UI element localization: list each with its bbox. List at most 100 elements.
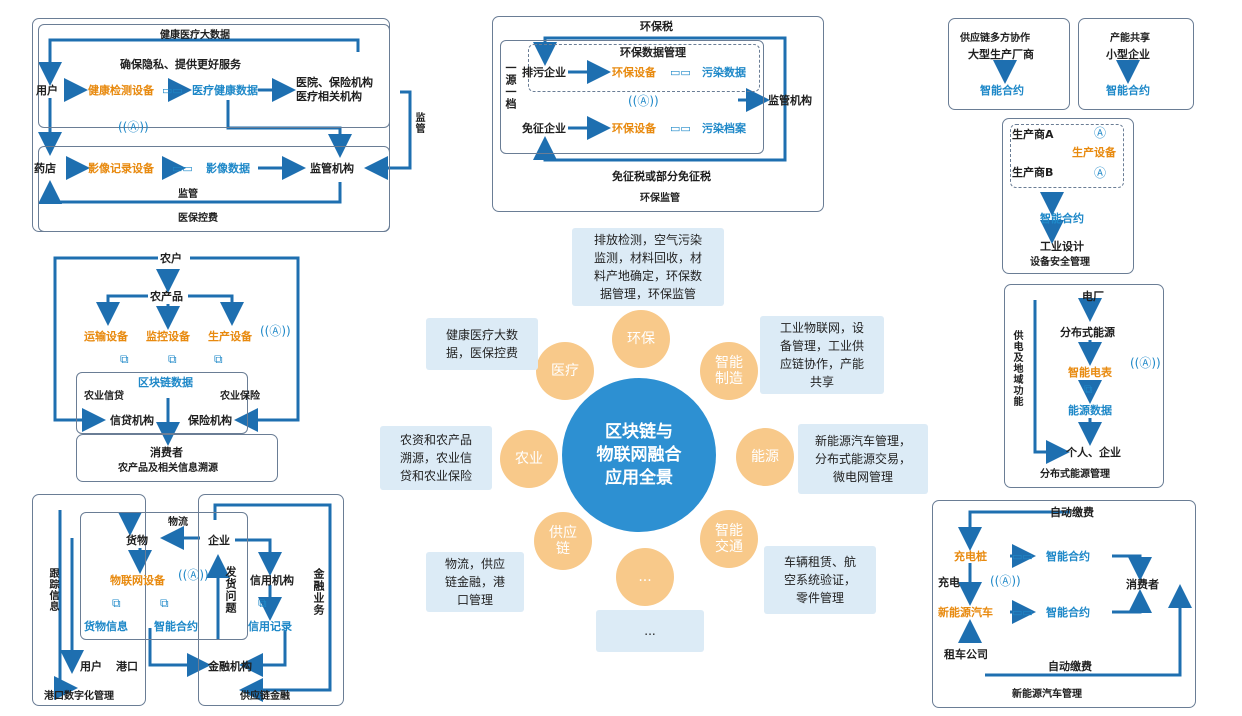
agri-blockchain: 区块链数据	[138, 376, 193, 389]
medical-regulator: 监管机构	[310, 162, 354, 175]
energy-plant: 电厂	[1082, 290, 1104, 303]
env-regulator: 监管机构	[768, 94, 812, 107]
supply-chain-icon-3: ⧉	[258, 596, 267, 610]
energy-meter: 智能电表	[1068, 366, 1112, 379]
mfg-collab-title: 供应链多方协作	[960, 33, 1030, 44]
agri-footer: 农产品及相关信息溯源	[118, 463, 218, 474]
supply-issue: 发货问题	[224, 566, 237, 614]
supply-port: 港口	[116, 660, 138, 673]
box-energy: 新能源汽车管理， 分布式能源交易， 微电网管理	[798, 424, 928, 494]
energy-side: 供电及地域功能	[1011, 330, 1022, 407]
agri-production: 生产设备	[208, 330, 252, 343]
ev-consumer: 消费者	[1126, 578, 1159, 591]
agri-chain-icon-2: ⧉	[168, 352, 177, 366]
medical-supervise-side: 监管	[413, 112, 424, 134]
supply-tracking-side: 跟踪信息	[47, 568, 58, 612]
mfg-share-panel	[1078, 18, 1194, 110]
env-exempt: 免征企业	[522, 122, 566, 135]
env-inner	[500, 40, 764, 154]
medical-top-title: 健康医疗大数据	[160, 30, 230, 41]
box-supply-text: 物流，供应 链金融，港 口管理	[444, 557, 505, 607]
supply-credit-org: 信用机构	[250, 574, 294, 587]
ev-contract-1: 智能合约	[1046, 550, 1090, 563]
box-manufacturing-text: 工业物联网，设 备管理，工业供 应链协作，产能 共享	[779, 321, 864, 389]
medical-bottom-title: 医保控费	[178, 213, 218, 224]
mfg-contract-1: 智能合约	[980, 84, 1024, 97]
env-bottom-title: 环保监管	[640, 193, 680, 204]
petal-energy: 能源	[736, 428, 794, 486]
supply-goods-info: 货物信息	[84, 620, 128, 633]
agri-blockchain-box	[76, 372, 248, 434]
agri-footer-panel	[76, 434, 278, 482]
ev-rental: 租车公司	[944, 648, 988, 661]
port-panel	[32, 494, 146, 706]
ev-link-icon: ▭▭	[1012, 550, 1033, 563]
ev-top: 自动缴费	[1050, 506, 1094, 519]
mfg-prod-device: 生产设备	[1072, 146, 1116, 159]
supply-logistics: 物流	[168, 517, 188, 528]
mfg-small-maker: 小型企业	[1106, 48, 1150, 61]
petal-medical: 医疗	[536, 342, 594, 400]
box-env: 排放检测，空气污染 监测，材料回收，材 料产地确定，环保数 据管理，环保监管	[572, 228, 724, 306]
logistics-box	[80, 512, 248, 640]
ev-antenna-icon: ((Ⓐ))	[990, 574, 1021, 588]
box-medical: 健康医疗大数 据，医保控费	[426, 318, 538, 370]
petal-env-label: 环保	[627, 331, 655, 347]
energy-people: 个人、企业	[1066, 446, 1121, 459]
env-device-1: 环保设备	[612, 66, 656, 79]
supply-company: 企业	[208, 534, 230, 547]
medical-user: 用户	[36, 84, 58, 97]
box-energy-text: 新能源汽车管理， 分布式能源交易， 微电网管理	[814, 434, 911, 484]
agri-chain-icon-3: ⧉	[214, 352, 223, 366]
energy-panel	[1004, 284, 1164, 488]
box-medical-text: 健康医疗大数 据，医保控费	[445, 328, 518, 360]
petal-manufacturing-label: 智能 制造	[715, 355, 743, 387]
medical-video-data: 影像数据	[206, 162, 250, 175]
petal-agri-label: 农业	[515, 451, 543, 467]
box-manufacturing: 工业物联网，设 备管理，工业供 应链协作，产能 共享	[760, 316, 884, 394]
supply-finance: 金融机构	[208, 660, 252, 673]
box-env-text: 排放检测，空气污染 监测，材料回收，材 料产地确定，环保数 据管理，环保监管	[593, 233, 702, 301]
agri-antenna-icon: ((Ⓐ))	[260, 324, 291, 338]
agri-insurance: 农业保险	[220, 391, 260, 402]
mfg-share-title: 产能共享	[1110, 33, 1150, 44]
mfg-collab-panel	[948, 18, 1070, 110]
energy-antenna-icon: ((Ⓐ))	[1130, 356, 1161, 370]
agri-monitor: 监控设备	[146, 330, 190, 343]
supply-finance-side: 金融业务	[312, 568, 325, 616]
petal-agri: 农业	[500, 430, 558, 488]
ev-car: 新能源汽车	[938, 606, 993, 619]
agri-lender: 信贷机构	[110, 414, 154, 427]
ev-link-icon-2: ▭▭	[1012, 606, 1033, 619]
ev-title: 新能源汽车管理	[1012, 689, 1082, 700]
agri-insurer: 保险机构	[188, 414, 232, 427]
box-more: ...	[596, 610, 704, 652]
energy-distributed: 分布式能源	[1060, 326, 1115, 339]
env-pollution-data: 污染数据	[702, 66, 746, 79]
medical-device: 健康检测设备	[88, 84, 154, 97]
mfg-maker-a: 生产商A	[1012, 128, 1054, 141]
medical-data: 医疗健康数据	[192, 84, 258, 97]
mfg-maker-b: 生产商B	[1012, 166, 1054, 179]
mfg-big-maker: 大型生产厂商	[968, 48, 1034, 61]
hub-title: 区块链与 物联网融合 应用全景	[562, 378, 716, 532]
petal-transport-label: 智能 交通	[715, 523, 743, 555]
fin-panel	[198, 494, 344, 706]
box-transport: 车辆租赁、航 空系统验证， 零件管理	[764, 546, 876, 614]
supply-goods: 货物	[126, 534, 148, 547]
supply-credit-record: 信用记录	[248, 620, 292, 633]
medical-link-icon: ▭▭	[162, 84, 183, 97]
petal-energy-label: 能源	[751, 449, 779, 465]
env-side: 一源一档	[504, 62, 517, 110]
petal-supply: 供应 链	[534, 512, 592, 570]
ev-bottom: 自动缴费	[1048, 660, 1092, 673]
box-agri: 农资和农产品 溯源，农业信 贷和农业保险	[380, 426, 492, 490]
agri-product: 农产品	[150, 290, 183, 303]
env-inner-title: 环保数据管理	[620, 46, 686, 59]
box-agri-text: 农资和农产品 溯源，农业信 贷和农业保险	[399, 433, 472, 483]
env-title: 环保税	[640, 20, 673, 33]
supply-contract: 智能合约	[154, 620, 198, 633]
petal-supply-label: 供应 链	[549, 525, 577, 557]
env-link-icon-2: ▭▭	[670, 122, 691, 135]
agri-chain-icon: ⧉	[120, 352, 129, 366]
